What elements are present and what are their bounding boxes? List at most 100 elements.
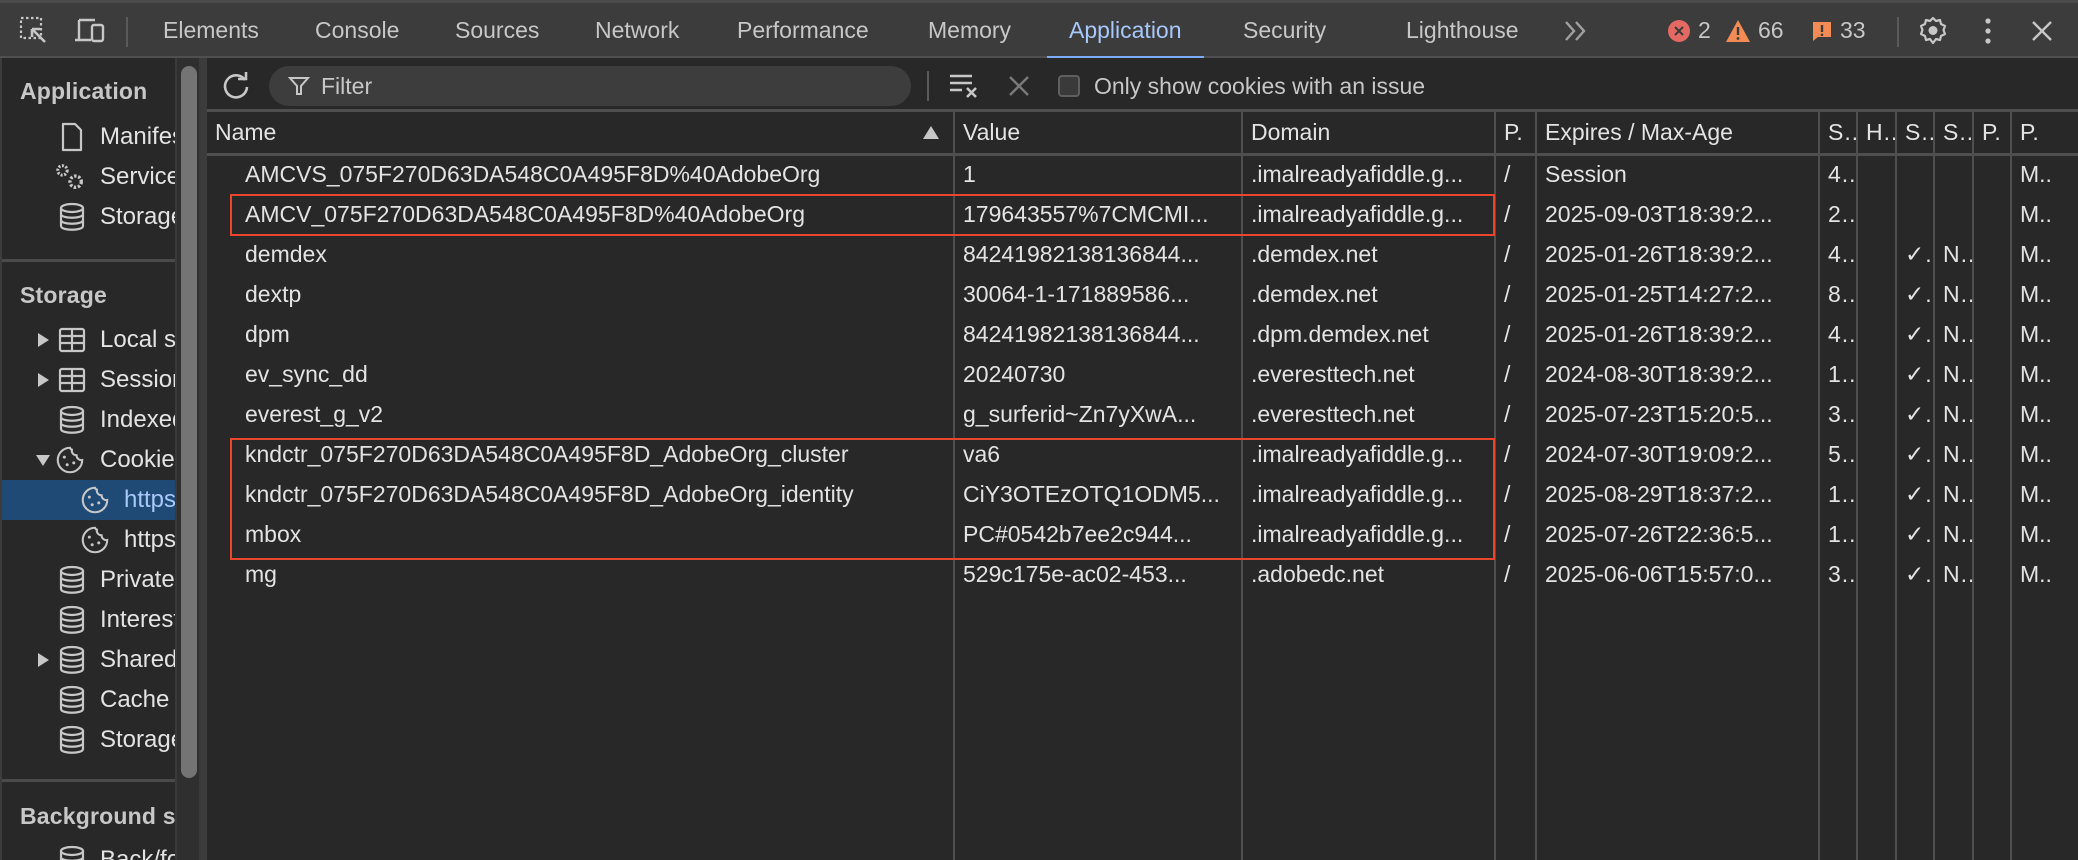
cell-httponly[interactable] — [1856, 314, 1896, 354]
warning-counter[interactable]: 66 — [1725, 3, 1784, 58]
cell-priority[interactable]: M.. — [2010, 434, 2078, 474]
cell-value[interactable]: 84241982138136844... — [953, 314, 1242, 354]
cell-size[interactable]: 5.. — [1818, 434, 1857, 474]
tab-console[interactable]: Console — [315, 17, 400, 43]
cell-name[interactable]: kndctr_075F270D63DA548C0A495F8D_AdobeOrg… — [245, 440, 849, 467]
cell-name[interactable]: everest_g_v2 — [245, 400, 384, 427]
cell-path[interactable]: / — [1494, 434, 1536, 474]
cell-domain[interactable]: .everesttech.net — [1241, 394, 1495, 434]
tab-application[interactable]: Application — [1047, 3, 1203, 60]
tab-performance[interactable]: Performance — [737, 17, 869, 43]
cell-priority[interactable]: M.. — [2010, 194, 2078, 234]
cell-expires[interactable]: 2025-06-06T15:57:0... — [1535, 554, 1819, 594]
cell-expires[interactable]: 2024-07-30T19:09:2... — [1535, 434, 1819, 474]
only-issues-checkbox[interactable] — [1058, 75, 1080, 97]
tab-network[interactable]: Network — [595, 17, 680, 43]
cell-partition-key[interactable] — [1972, 514, 2011, 554]
cell-priority[interactable]: M.. — [2010, 234, 2078, 274]
cell-secure[interactable]: ✓. — [1895, 234, 1934, 274]
cell-partition-key[interactable] — [1972, 434, 2011, 474]
cell-httponly[interactable] — [1856, 474, 1896, 514]
sidebar-scrollbar-thumb[interactable] — [181, 66, 197, 778]
cell-path[interactable]: / — [1494, 154, 1536, 194]
column-header-name[interactable]: Name — [207, 112, 954, 156]
cell-secure[interactable]: ✓. — [1895, 514, 1934, 554]
cell-secure[interactable] — [1895, 194, 1934, 234]
cell-domain[interactable]: .dpm.demdex.net — [1241, 314, 1495, 354]
cell-name[interactable]: AMCV_075F270D63DA548C0A495F8D%40AdobeOrg — [245, 200, 806, 227]
expand-arrow-icon[interactable] — [38, 333, 49, 347]
column-header-value[interactable]: Value — [953, 112, 1242, 156]
filter-input[interactable] — [321, 72, 901, 100]
cell-path[interactable]: / — [1494, 194, 1536, 234]
tab-sources[interactable]: Sources — [455, 17, 540, 43]
cell-expires[interactable]: Session — [1535, 154, 1819, 194]
cell-priority[interactable]: M.. — [2010, 514, 2078, 554]
cell-expires[interactable]: 2025-01-26T18:39:2... — [1535, 314, 1819, 354]
error-counter[interactable]: 2 — [1667, 3, 1711, 58]
cell-value[interactable]: PC#0542b7ee2c944... — [953, 514, 1242, 554]
cell-httponly[interactable] — [1856, 554, 1896, 594]
sidebar-item-storage[interactable]: Storage — [2, 197, 175, 237]
cell-path[interactable]: / — [1494, 554, 1536, 594]
cell-partition-key[interactable] — [1972, 274, 2011, 314]
cell-path[interactable]: / — [1494, 474, 1536, 514]
column-header-secure[interactable]: S. — [1895, 112, 1934, 156]
more-tabs-button[interactable] — [1558, 13, 1594, 49]
cell-priority[interactable]: M.. — [2010, 314, 2078, 354]
column-header-samesite[interactable]: S. — [1933, 112, 1973, 156]
cell-samesite[interactable]: N.. — [1933, 314, 1973, 354]
sidebar-item-manifest[interactable]: Manifest — [2, 117, 175, 157]
cell-partition-key[interactable] — [1972, 554, 2011, 594]
cell-secure[interactable]: ✓. — [1895, 474, 1934, 514]
cell-samesite[interactable] — [1933, 194, 1973, 234]
cell-size[interactable]: 1... — [1818, 354, 1857, 394]
issues-counter[interactable]: 33 — [1811, 3, 1866, 58]
more-options-button[interactable] — [1970, 13, 2006, 49]
cell-samesite[interactable]: N.. — [1933, 514, 1973, 554]
cell-httponly[interactable] — [1856, 354, 1896, 394]
cell-path[interactable]: / — [1494, 274, 1536, 314]
tab-lighthouse[interactable]: Lighthouse — [1406, 17, 1519, 43]
cell-priority[interactable]: M.. — [2010, 354, 2078, 394]
table-row[interactable]: everest_g_v2 g_surferid~Zn7yXwA....everes… — [207, 394, 2078, 434]
cell-value[interactable]: g_surferid~Zn7yXwA... — [953, 394, 1242, 434]
cell-expires[interactable]: 2025-09-03T18:39:2... — [1535, 194, 1819, 234]
cell-priority[interactable]: M.. — [2010, 554, 2078, 594]
sidebar-item-indexeddb[interactable]: IndexedDB — [2, 400, 175, 440]
cell-samesite[interactable]: N.. — [1933, 554, 1973, 594]
collapse-arrow-icon[interactable] — [36, 454, 50, 466]
cell-domain[interactable]: .imalreadyafiddle.g... — [1241, 434, 1495, 474]
cell-expires[interactable]: 2025-07-26T22:36:5... — [1535, 514, 1819, 554]
sidebar-item-shared-storage[interactable]: Shared storage — [2, 640, 175, 680]
cell-value[interactable]: 1 — [953, 154, 1242, 194]
cell-size[interactable]: 4.. — [1818, 234, 1857, 274]
cell-expires[interactable]: 2024-08-30T18:39:2... — [1535, 354, 1819, 394]
expand-arrow-icon[interactable] — [38, 653, 49, 667]
cell-path[interactable]: / — [1494, 314, 1536, 354]
tab-memory[interactable]: Memory — [928, 17, 1012, 43]
sidebar-item-storage-buckets[interactable]: Storage buckets — [2, 720, 175, 760]
cell-httponly[interactable] — [1856, 434, 1896, 474]
cell-value[interactable]: CiY3OTEzOTQ1ODM5... — [953, 474, 1242, 514]
cell-value[interactable]: 529c175e-ac02-453... — [953, 554, 1242, 594]
cell-partition-key[interactable] — [1972, 154, 2011, 194]
column-header-path[interactable]: P. — [1494, 112, 1536, 156]
cell-size[interactable]: 1... — [1818, 514, 1857, 554]
cell-value[interactable]: 30064-1-171889586... — [953, 274, 1242, 314]
settings-button[interactable] — [1915, 13, 1951, 49]
sidebar-item-back-forward-cache[interactable]: Back/forward cache — [2, 840, 175, 860]
close-devtools-button[interactable] — [2024, 13, 2060, 49]
cell-priority[interactable]: M.. — [2010, 154, 2078, 194]
sidebar-item-cookies-origin-2[interactable]: https:// — [2, 520, 175, 560]
cell-size[interactable]: 3.. — [1818, 554, 1857, 594]
cell-expires[interactable]: 2025-01-25T14:27:2... — [1535, 274, 1819, 314]
cell-partition-key[interactable] — [1972, 194, 2011, 234]
cell-httponly[interactable] — [1856, 394, 1896, 434]
sidebar-item-private-state-tokens[interactable]: Private state tokens — [2, 560, 175, 600]
